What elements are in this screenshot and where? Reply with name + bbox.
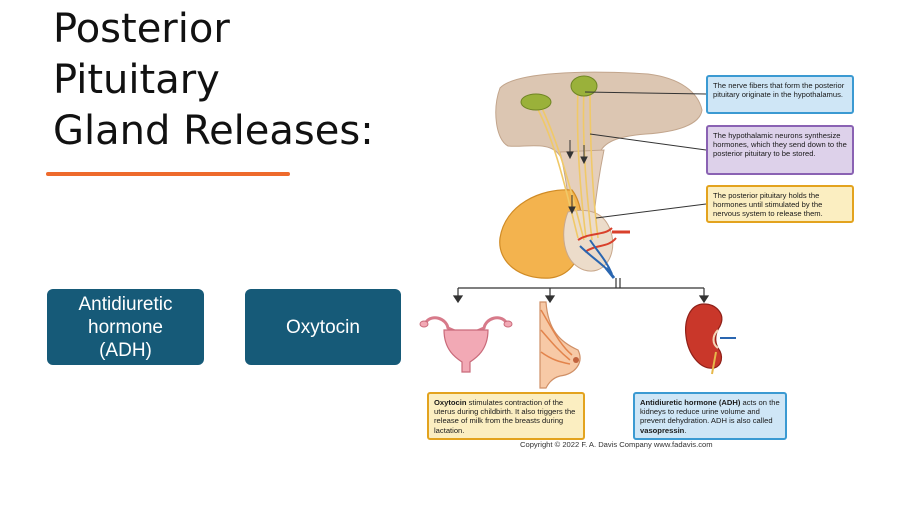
neuron-callout: The hypothalamic neurons synthesize horm… [706, 125, 854, 175]
storage-callout-text: The posterior pituitary holds the hormon… [713, 191, 823, 219]
breast-illustration [539, 301, 581, 389]
oxytocin-caption-text: stimulates contraction of the uterus dur… [434, 398, 576, 435]
adh-card-line-2: hormone [88, 316, 163, 338]
slide-title-line-1: Posterior [53, 6, 230, 52]
adh-caption: Antidiuretic hormone (ADH) acts on the k… [633, 392, 787, 440]
oxytocin-card-label: Oxytocin [286, 316, 360, 338]
slide-title-line-3: Gland Releases: [53, 108, 374, 154]
blood-vessels [577, 227, 630, 279]
oxytocin-caption-term: Oxytocin [434, 398, 467, 407]
callout-leader-lines [584, 91, 707, 219]
adh-caption-term-vasopressin: vasopressin [640, 425, 685, 435]
slide-title-line-2: Pituitary [53, 57, 220, 103]
hypothalamic-nucleus [570, 75, 598, 97]
nerve-fibers [534, 87, 599, 241]
adh-caption-text-end: . [684, 425, 687, 435]
flow-arrows [566, 140, 588, 215]
adh-caption-text: acts on the kidneys to reduce urine volu… [640, 398, 780, 426]
adh-card: Antidiuretic hormone (ADH) [47, 289, 204, 365]
distribution-bracket [452, 278, 710, 304]
oxytocin-card: Oxytocin [245, 289, 401, 365]
uterus-illustration [419, 316, 513, 373]
nerve-fiber-callout-text: The nerve fibers that form the posterior… [713, 81, 845, 100]
nerve-fiber-callout: The nerve fibers that form the posterior… [706, 75, 854, 114]
kidney-illustration [685, 303, 736, 375]
storage-callout: The posterior pituitary holds the hormon… [706, 185, 854, 223]
title-underline [46, 172, 290, 176]
slide-title: Posterior Pituitary Gland Releases: [53, 4, 374, 157]
copyright-notice: Copyright © 2022 F. A. Davis Company www… [520, 440, 713, 449]
neuron-callout-text: The hypothalamic neurons synthesize horm… [713, 131, 847, 159]
hypothalamus-shape [495, 71, 703, 159]
adh-caption-term: Antidiuretic hormone (ADH) [640, 398, 741, 407]
oxytocin-caption: Oxytocin stimulates contraction of the u… [427, 392, 585, 440]
hypothalamic-nucleus [520, 93, 552, 111]
adh-card-line-1: Antidiuretic [78, 293, 173, 315]
adh-card-line-3: (ADH) [99, 339, 152, 361]
